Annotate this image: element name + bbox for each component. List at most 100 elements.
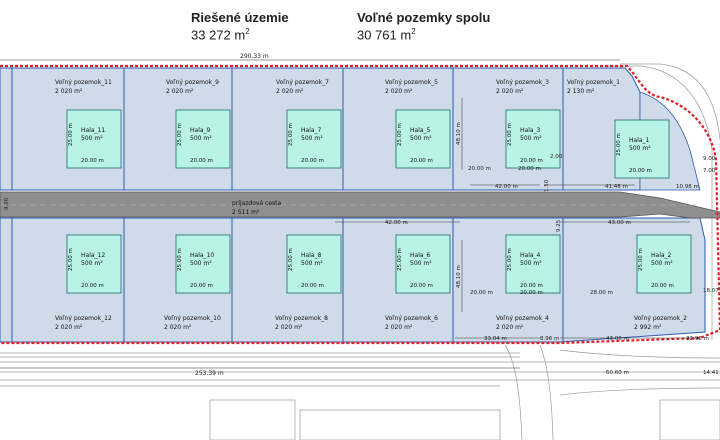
area-value: 33 272 m (191, 27, 246, 43)
free-label: Voľné pozemky spolu (357, 10, 491, 25)
plot-area: 2 020 m² (55, 324, 83, 331)
hall-area: 500 m² (520, 260, 542, 267)
hall-name: Hala_6 (410, 252, 431, 259)
dim-bot-2296: 22.96 m (686, 336, 709, 342)
dim-bot-1441: 14.41 (703, 370, 719, 376)
hall-width: 20.00 m (190, 283, 213, 289)
dim-mid-42: 42.00 m (385, 220, 408, 226)
hall-height: 25.00 m (68, 123, 74, 146)
hall-area: 500 m² (651, 260, 673, 267)
hall-area: 500 m² (81, 260, 103, 267)
area-label: Riešené územie (191, 10, 289, 25)
dim-top-1098: 10.98 m (676, 184, 699, 190)
dim-top-20-a: 20.00 m (468, 166, 491, 172)
plot-area: 2 020 m² (164, 324, 192, 331)
dim-v-4810-bot: 48.10 m (456, 265, 462, 288)
hall-area: 500 m² (410, 135, 432, 142)
plot-name: Voľný pozemok_4 (496, 315, 549, 322)
hall-height: 25.00 m (507, 248, 513, 271)
hall-area: 500 m² (301, 260, 323, 267)
dim-top-total: 290.33 m (240, 53, 269, 60)
hall-height: 25.00 m (507, 123, 513, 146)
summary-free: Voľné pozemky spolu 30 761 m2 (357, 10, 490, 42)
hall-area: 500 m² (81, 135, 103, 142)
plot-area: 2 020 m² (496, 324, 524, 331)
plot-area: 2 992 m² (634, 324, 662, 331)
hall-area: 500 m² (629, 145, 651, 152)
plot-area: 2 020 m² (385, 88, 413, 95)
plot-area: 2 020 m² (55, 88, 83, 95)
hall-name: Hala_5 (410, 127, 431, 134)
hall-width: 20.00 m (301, 283, 324, 289)
dim-bot-28: 28.00 m (590, 290, 613, 296)
street-lines (0, 63, 720, 440)
dim-v-150: 1.50 (544, 179, 550, 192)
hall-width: 20.00 m (410, 158, 433, 164)
plot-area: 2 130 m² (567, 88, 595, 95)
site-boundary (0, 64, 720, 345)
hall-top-0 (66, 109, 122, 169)
hall-height: 25.00 m (638, 248, 644, 271)
hall-height: 25.00 m (177, 123, 183, 146)
summary-area: Riešené územie 33 272 m2 (191, 10, 289, 42)
plot-area: 2 020 m² (166, 88, 194, 95)
plot-dividers (11, 68, 564, 342)
hall-area: 500 m² (190, 135, 212, 142)
hall-width: 20.00 m (301, 158, 324, 164)
hall-height: 25.00 m (397, 248, 403, 271)
hall-area: 500 m² (301, 135, 323, 142)
plot-area: 2 020 m² (275, 324, 303, 331)
plot-name: Voľný pozemok_9 (166, 79, 219, 86)
hall-width: 20.00 m (629, 168, 652, 174)
plot-name: Voľný pozemok_3 (496, 79, 549, 86)
plot-name: Voľný pozemok_1 (567, 79, 620, 86)
dim-right-2: 7.00 (703, 168, 716, 174)
plot-name: Voľný pozemok_6 (385, 315, 438, 322)
halls (66, 109, 692, 294)
dim-bot-20-a: 20.00 m (470, 290, 493, 296)
hall-top-1 (175, 109, 231, 169)
plot-name: Voľný pozemok_8 (275, 315, 328, 322)
dim-top-42: 42.00 m (495, 184, 518, 190)
dim-top-41: 41.46 m (605, 184, 628, 190)
hall-name: Hala_8 (301, 252, 322, 259)
dim-bottom-total: 253.39 m (195, 370, 224, 377)
hall-bottom-1 (175, 234, 231, 294)
dim-bot-1807: 18.07 (703, 288, 719, 294)
hall-bottom-3 (395, 234, 451, 294)
hall-height: 25.00 m (616, 133, 622, 156)
hall-width: 20.00 m (190, 158, 213, 164)
hall-top-4 (505, 109, 561, 169)
hall-area: 500 m² (190, 260, 212, 267)
dim-bot-20-b: 20.00 m (520, 290, 543, 296)
plot-name: Voľný pozemok_2 (634, 315, 687, 322)
dimension-lines (0, 59, 700, 369)
hall-name: Hala_3 (520, 127, 541, 134)
hall-width: 20.00 m (651, 283, 674, 289)
plot-name: Voľný pozemok_5 (385, 79, 438, 86)
road-area: 2 511 m² (232, 209, 260, 216)
hall-bottom-4 (505, 234, 561, 294)
plot-area: 2 020 m² (496, 88, 524, 95)
hall-bottom-2 (286, 234, 342, 294)
dim-top-20-b: 20.00 m (518, 166, 541, 172)
free-value: 30 761 m (357, 27, 412, 43)
hall-height: 25.00 m (177, 248, 183, 271)
hall-name: Hala_2 (651, 252, 672, 259)
free-sup: 2 (411, 27, 416, 36)
plot-name: Voľný pozemok_12 (55, 315, 112, 322)
hall-area: 500 m² (520, 135, 542, 142)
hall-bottom-0 (66, 234, 122, 294)
hall-width: 20.00 m (81, 158, 104, 164)
dim-road-width: 9.00 (4, 197, 10, 210)
dim-top-200: 2.00 (550, 154, 563, 160)
dim-bot-896: 8.96 m (540, 336, 559, 342)
plot-area: 2 020 m² (276, 88, 304, 95)
dim-v-925: 9.25 (556, 219, 562, 232)
hall-height: 25.00 m (68, 248, 74, 271)
dim-bot-6060: 60.60 m (606, 370, 629, 376)
hall-name: Hala_12 (81, 252, 105, 259)
hall-name: Hala_9 (190, 127, 211, 134)
dim-bot-43: 43.00 m (606, 336, 629, 342)
